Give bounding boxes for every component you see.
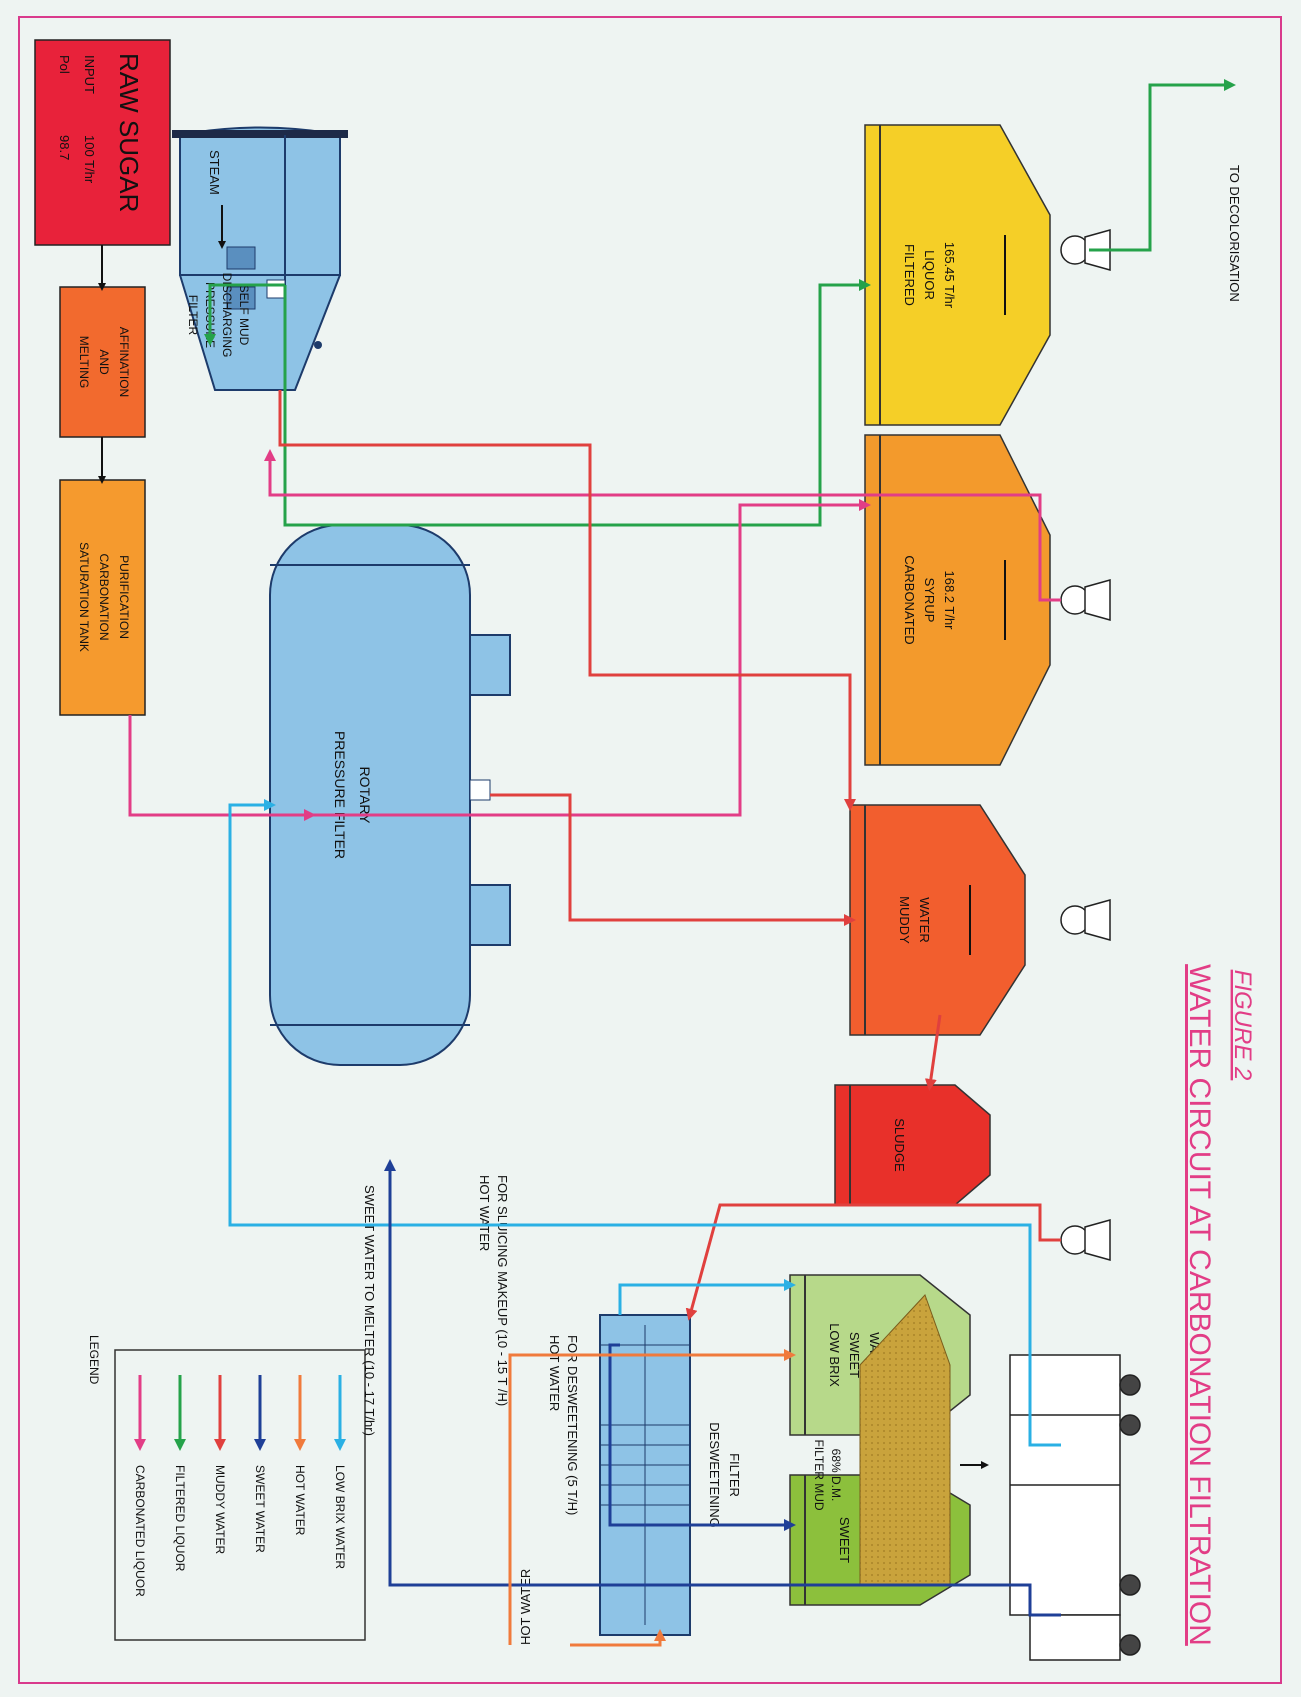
affination-line-2: AND (97, 349, 111, 375)
raw-sugar-rate: 100 T/hr (82, 135, 97, 184)
muddy-line-1: MUDDY (897, 896, 912, 944)
pipe-sweet-to-melter (384, 1159, 1061, 1617)
pipe-filtered-up (204, 283, 285, 346)
pump-carbonated (1060, 579, 1111, 621)
raw-sugar-pol-label: Pol (57, 55, 72, 74)
purification-box: PURIFICATION CARBONATION SATURATION TANK (59, 479, 146, 716)
figure-frame (18, 16, 1282, 1684)
desweetening-line-1: DESWEETENING (707, 1422, 722, 1527)
desweetening-line-2: FILTER (727, 1453, 742, 1497)
steam-label: STEAM (207, 150, 222, 195)
flow-lines (128, 79, 1236, 1647)
legend-label-0: CARBONATED LIQUOR (133, 1465, 147, 1597)
diagram-title: WATER CIRCUIT AT CARBONATION FILTRATION (1183, 964, 1216, 1646)
pump-muddy (1060, 899, 1111, 941)
lowbrix-line-2: SWEET (847, 1332, 862, 1378)
self-mud-line-4: FILTER (186, 295, 200, 336)
filtered-liquor-tank: FILTERED LIQUOR 165.45 T/hr (864, 124, 1051, 426)
filtered-line-2: LIQUOR (922, 250, 937, 300)
legend-box (114, 1349, 366, 1641)
affination-line-1: AFFINATION (117, 327, 131, 397)
hot-sluicing-line-1: HOT WATER (477, 1175, 492, 1251)
purification-line-3: SATURATION TANK (77, 542, 91, 652)
to-decolorisation-label: TO DECOLORISATION (1227, 165, 1242, 302)
legend: LEGEND CARBONATED LIQUOR FILTERED LIQUOR M… (87, 1335, 366, 1641)
desweetening-filter: DESWEETENING FILTER (599, 1314, 742, 1636)
legend-label-1: FILTERED LIQUOR (173, 1465, 187, 1572)
sweet-line-1: SWEET (837, 1517, 852, 1563)
rotary-line-2: PRESSURE FILTER (332, 731, 348, 859)
raw-sugar-box: RAW SUGAR INPUT 100 T/hr Pol 98.7 (34, 39, 171, 246)
raw-sugar-input-label: INPUT (82, 55, 97, 94)
affination-line-3: MELTING (77, 336, 91, 388)
carbonated-syrup-tank: CARBONATED SYRUP 168.2 T/hr (864, 434, 1051, 766)
pipe-sludge-to-desweet (685, 1203, 1061, 1321)
purification-line-1: PURIFICATION (117, 555, 131, 639)
pipe-hot-sluicing (508, 1349, 796, 1645)
pipe-muddy-selfmud (278, 390, 856, 811)
filter-mud-pile: FILTER MUD 68% D.M. (812, 1294, 951, 1586)
self-mud-line-1: SELF MUD (237, 285, 251, 346)
pipe-lowbrix-from-desweet (618, 1279, 796, 1315)
diagram-rotated: RAW SUGAR INPUT 100 T/hr Pol 98.7 AFFINA… (20, 25, 1270, 1675)
raw-sugar-title: RAW SUGAR (114, 53, 144, 212)
truck-icon (1009, 1354, 1141, 1661)
pump-sludge (1060, 1219, 1111, 1261)
purification-line-2: CARBONATION (97, 553, 111, 640)
pipe-filtered-to-decolor (1089, 79, 1236, 252)
legend-label-5: LOW BRIX WATER (333, 1465, 347, 1569)
hot-desweetening-line-1: HOT WATER (547, 1335, 562, 1411)
legend-label-4: HOT WATER (293, 1465, 307, 1536)
rotary-pressure-filter: ROTARY PRESSURE FILTER (269, 524, 511, 1066)
pipe-carbonated-feed (128, 499, 871, 817)
pipe-hot-desweet (570, 1629, 666, 1647)
pipe-muddy-rotary (490, 793, 856, 926)
legend-heading: LEGEND (87, 1335, 101, 1385)
filtered-line-3: 165.45 T/hr (942, 242, 957, 309)
self-mud-line-2: DISCHARGING (220, 273, 234, 358)
legend-items: CARBONATED LIQUOR FILTERED LIQUOR MUDDY WA… (133, 1375, 347, 1597)
process-flow-diagram: RAW SUGAR INPUT 100 T/hr Pol 98.7 AFFINA… (34, 39, 1256, 1661)
sweet-to-melter-label: SWEET WATER TO MELTER (10 - 17 T/hr) (362, 1185, 377, 1436)
carbonated-line-3: 168.2 T/hr (942, 570, 957, 630)
sludge-label: SLUDGE (892, 1118, 907, 1172)
lowbrix-line-1: LOW BRIX (827, 1323, 842, 1387)
figure-label: FIGURE 2 (1229, 970, 1256, 1081)
hot-sluicing-line-2: FOR SLUICING MAKEUP (10 - 15 T /H) (495, 1175, 510, 1406)
carbonated-line-2: SYRUP (922, 578, 937, 623)
filter-mud-line-2: 68% D.M. (829, 1449, 843, 1502)
sludge-tank: SLUDGE (834, 1084, 991, 1206)
pipe-muddy-to-sludge (924, 1014, 942, 1091)
rotary-line-1: ROTARY (357, 766, 373, 824)
pipe-filtered-from-selfmud (283, 279, 871, 527)
hot-water-label: HOT WATER (518, 1569, 533, 1645)
muddy-line-2: WATER (917, 897, 932, 943)
filter-mud-line-1: FILTER MUD (812, 1439, 826, 1510)
raw-sugar-pol-value: 98.7 (57, 135, 72, 160)
affination-box: AFFINATION AND MELTING (59, 286, 146, 438)
self-mud-filter: SELF MUD DISCHARGING PRESSURE FILTER (172, 126, 348, 395)
filtered-line-1: FILTERED (902, 244, 917, 306)
pipe-carbonated-return (264, 449, 1061, 602)
muddy-water-tank: MUDDY WATER (849, 804, 1026, 1036)
pipe-lowbrix-loop (228, 799, 1061, 1447)
pipe-sweet-from-desweet (608, 1343, 796, 1531)
legend-label-2: MUDDY WATER (213, 1465, 227, 1554)
carbonated-line-1: CARBONATED (902, 555, 917, 644)
hot-desweetening-line-2: FOR DESWEETENING (5 T/H) (565, 1335, 580, 1515)
legend-label-3: SWEET WATER (253, 1465, 267, 1553)
